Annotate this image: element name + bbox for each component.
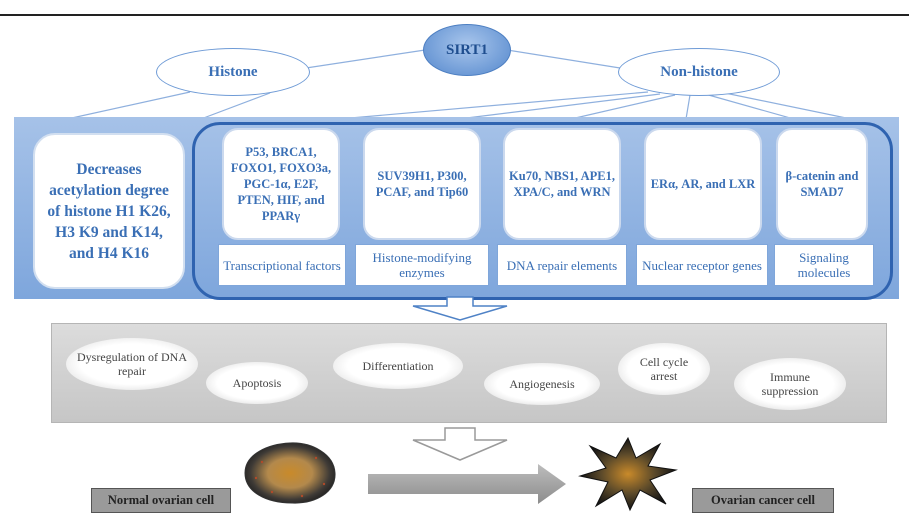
effect-immune-suppression: Immune suppression — [734, 358, 846, 410]
label-histone-modifying-enzymes: Histone-modifying enzymes — [355, 244, 489, 286]
targets-histone-modifying-enzymes: SUV39H1, P300, PCAF, and Tip60 — [363, 128, 481, 240]
sirt1-node: SIRT1 — [423, 24, 511, 76]
targets-nuclear-receptor-genes: ERα, AR, and LXR — [644, 128, 762, 240]
transformation-arrow — [368, 464, 566, 504]
effect-dysregulation-dna-repair: Dysregulation of DNA repair — [66, 338, 198, 390]
line-sirt1-nonhistone — [506, 49, 621, 69]
targets-signaling-molecules: β-catenin and SMAD7 — [776, 128, 868, 240]
down-arrow-1 — [412, 296, 508, 321]
label-nuclear-receptor-genes: Nuclear receptor genes — [636, 244, 768, 286]
non-histone-node: Non-histone — [618, 48, 780, 96]
histone-node: Histone — [156, 48, 310, 96]
cancer-cell-label: Ovarian cancer cell — [692, 488, 834, 513]
line-sirt1-histone — [305, 49, 426, 69]
top-rule — [0, 14, 909, 16]
cancer-cell-icon — [578, 436, 678, 512]
targets-dna-repair-elements: Ku70, NBS1, APE1, XPA/C, and WRN — [503, 128, 621, 240]
label-dna-repair-elements: DNA repair elements — [497, 244, 627, 286]
non-histone-frame — [192, 122, 893, 300]
histone-effect-box: Decreases acetylation degree of histone … — [33, 133, 185, 289]
normal-cell-icon — [244, 442, 336, 504]
label-transcriptional-factors: Transcriptional factors — [218, 244, 346, 286]
down-arrow-2 — [412, 427, 508, 461]
label-signaling-molecules: Signaling molecules — [774, 244, 874, 286]
effect-angiogenesis: Angiogenesis — [484, 363, 600, 405]
effect-differentiation: Differentiation — [333, 343, 463, 389]
normal-cell-label: Normal ovarian cell — [91, 488, 231, 513]
effect-apoptosis: Apoptosis — [206, 362, 308, 404]
targets-transcriptional-factors: P53, BRCA1, FOXO1, FOXO3a, PGC-1α, E2F, … — [222, 128, 340, 240]
effect-cell-cycle-arrest: Cell cycle arrest — [618, 343, 710, 395]
